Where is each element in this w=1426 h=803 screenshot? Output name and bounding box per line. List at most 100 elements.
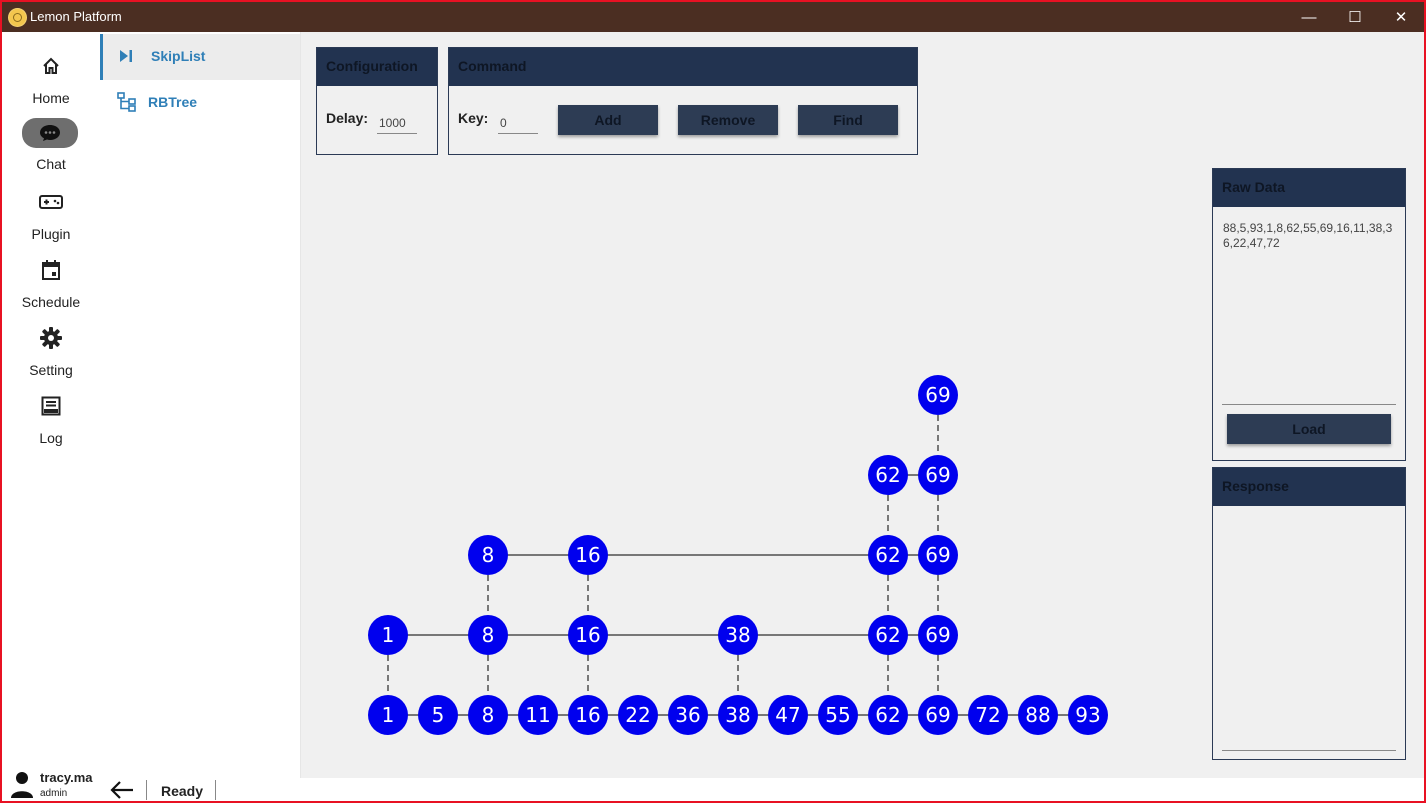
skiplist-node [1068, 695, 1108, 735]
skiplist-node [368, 695, 408, 735]
skiplist-node-label: 62 [875, 623, 900, 647]
nav-label-log: Log [39, 430, 63, 446]
delay-input[interactable] [377, 113, 417, 134]
subnav-item-skiplist[interactable]: SkipList [100, 34, 300, 80]
skiplist-node [918, 535, 958, 575]
raw-data-text[interactable]: 88,5,93,1,8,62,55,69,16,11,38,36,22,47,7… [1223, 221, 1393, 250]
skiplist-node [668, 695, 708, 735]
configuration-panel: Configuration Delay: [316, 47, 438, 155]
skip-next-icon [119, 49, 133, 68]
skiplist-node [468, 695, 508, 735]
remove-button[interactable]: Remove [678, 105, 778, 135]
nav-label-chat: Chat [36, 156, 66, 172]
status-separator [146, 780, 147, 800]
skiplist-node-label: 16 [575, 703, 600, 727]
skiplist-node [418, 695, 458, 735]
status-text: Ready [161, 783, 204, 799]
minimize-button[interactable]: — [1286, 2, 1332, 32]
skiplist-node [568, 615, 608, 655]
skiplist-node-label: 62 [875, 463, 900, 487]
skiplist-node [918, 615, 958, 655]
nav-item-home[interactable]: Home [2, 52, 100, 112]
user-role: admin [40, 788, 68, 799]
skiplist-node [918, 695, 958, 735]
sub-navigation: SkipList RBTree [100, 32, 301, 778]
nav-item-setting[interactable]: Setting [2, 324, 100, 384]
skiplist-node [868, 535, 908, 575]
skiplist-node-label: 69 [925, 543, 950, 567]
nav-label-setting: Setting [29, 362, 73, 378]
skiplist-node [918, 375, 958, 415]
skiplist-node [718, 695, 758, 735]
key-input[interactable] [498, 113, 538, 134]
skiplist-node-label: 62 [875, 703, 900, 727]
skiplist-node-label: 8 [482, 623, 495, 647]
skiplist-node-label: 69 [925, 383, 950, 407]
skiplist-node [368, 615, 408, 655]
calendar-icon [31, 256, 71, 284]
response-underline [1222, 750, 1396, 751]
nav-label-schedule: Schedule [21, 294, 81, 310]
gamepad-icon [31, 188, 71, 216]
command-panel: Command Key: Add Remove Find [448, 47, 918, 155]
raw-data-underline [1222, 404, 1396, 405]
skiplist-node [468, 615, 508, 655]
nav-label-plugin: Plugin [31, 226, 71, 242]
find-button[interactable]: Find [798, 105, 898, 135]
load-button[interactable]: Load [1227, 414, 1391, 444]
delay-label: Delay: [326, 110, 369, 126]
nav-item-chat[interactable]: Chat [2, 118, 100, 178]
skiplist-node-label: 1 [382, 623, 395, 647]
skiplist-node-label: 8 [482, 543, 495, 567]
title-bar: Lemon Platform — ☐ ✕ [2, 2, 1424, 32]
skiplist-node-label: 69 [925, 703, 950, 727]
skiplist-node [768, 695, 808, 735]
skiplist-node-label: 72 [975, 703, 1000, 727]
skiplist-node [568, 535, 608, 575]
skiplist-node [1018, 695, 1058, 735]
subnav-label-skiplist: SkipList [151, 48, 206, 64]
skiplist-node [618, 695, 658, 735]
back-arrow-icon[interactable] [109, 780, 135, 801]
skiplist-node-label: 69 [925, 463, 950, 487]
skiplist-node [868, 695, 908, 735]
skiplist-node [718, 615, 758, 655]
nav-label-home: Home [32, 90, 70, 106]
skiplist-node-label: 38 [725, 623, 750, 647]
response-panel: Response [1212, 467, 1406, 760]
key-label: Key: [458, 110, 489, 126]
subnav-item-rbtree[interactable]: RBTree [100, 80, 300, 126]
skiplist-node [468, 535, 508, 575]
main-navigation: Home Chat Plugin Schedule Setting [2, 32, 100, 801]
nav-item-schedule[interactable]: Schedule [2, 256, 100, 316]
lemon-logo-icon [8, 8, 27, 27]
skiplist-node-label: 22 [625, 703, 650, 727]
skiplist-node-label: 47 [775, 703, 800, 727]
skiplist-node-label: 8 [482, 703, 495, 727]
subnav-label-rbtree: RBTree [148, 94, 198, 110]
add-button[interactable]: Add [558, 105, 658, 135]
log-icon [31, 392, 71, 420]
skiplist-node-label: 38 [725, 703, 750, 727]
skiplist-node-label: 36 [675, 703, 700, 727]
response-title: Response [1213, 468, 1405, 506]
close-icon: ✕ [1394, 9, 1408, 26]
raw-data-panel: Raw Data 88,5,93,1,8,62,55,69,16,11,38,3… [1212, 168, 1406, 461]
skiplist-node-label: 88 [1025, 703, 1050, 727]
minimize-icon: — [1301, 8, 1317, 26]
nav-item-plugin[interactable]: Plugin [2, 188, 100, 248]
skiplist-node-label: 69 [925, 623, 950, 647]
close-button[interactable]: ✕ [1378, 2, 1424, 32]
skiplist-node-label: 16 [575, 623, 600, 647]
maximize-icon: ☐ [1348, 9, 1362, 26]
user-avatar-icon [10, 770, 34, 801]
skiplist-node [918, 455, 958, 495]
skiplist-node-label: 55 [825, 703, 850, 727]
raw-data-title: Raw Data [1213, 169, 1405, 207]
nav-item-log[interactable]: Log [2, 392, 100, 452]
status-separator [215, 780, 216, 800]
maximize-button[interactable]: ☐ [1332, 2, 1378, 32]
